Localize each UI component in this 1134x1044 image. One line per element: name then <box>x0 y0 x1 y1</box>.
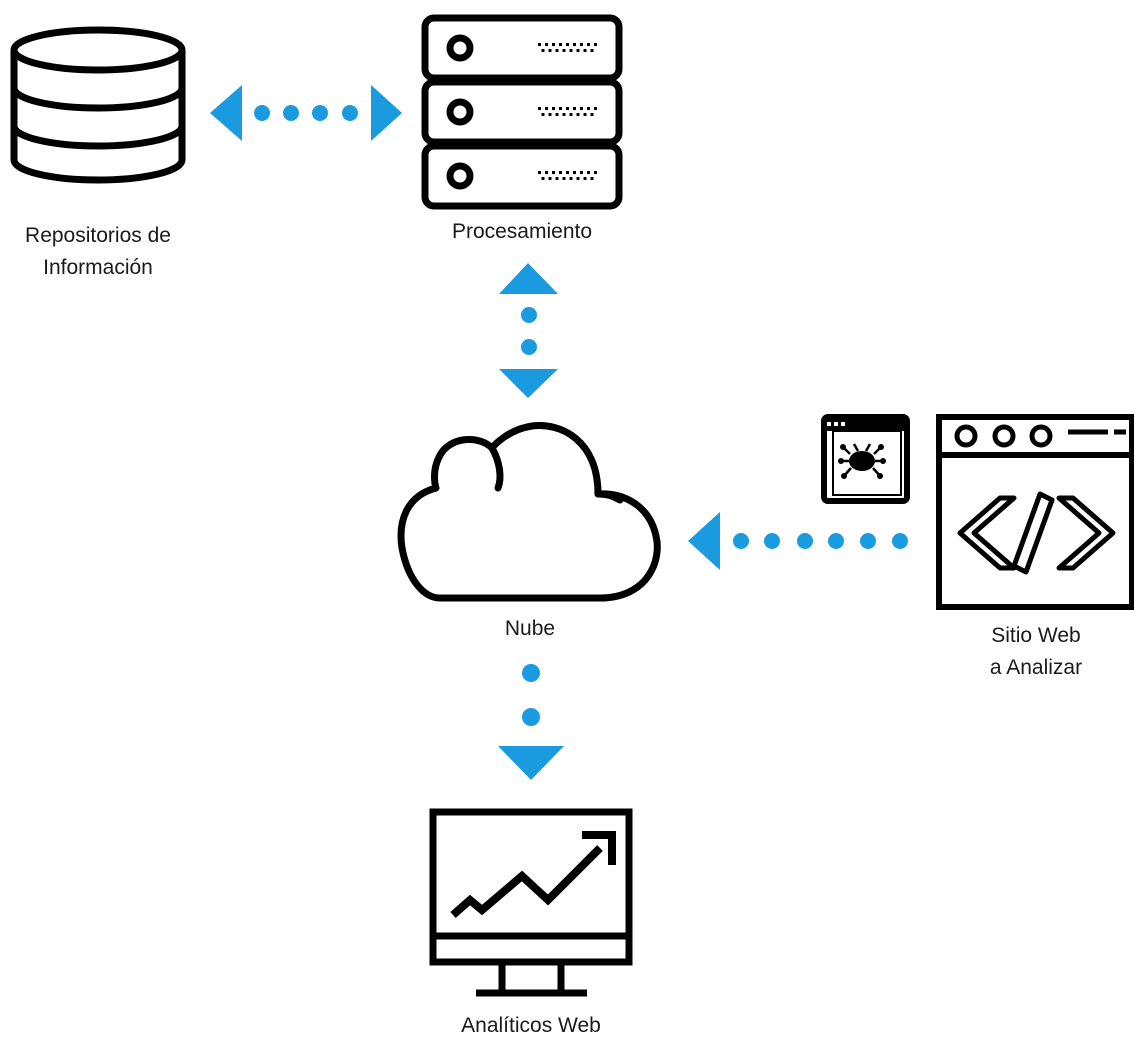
connector-dot <box>521 307 537 323</box>
label-nube-text: Nube <box>504 617 556 640</box>
connector-dot <box>521 339 537 355</box>
connector-dot <box>860 533 876 549</box>
arrow-up-head <box>499 263 558 294</box>
bug-window-icon <box>821 414 910 504</box>
connector-dot <box>733 533 749 549</box>
connector-repositorios-procesamiento <box>210 85 402 141</box>
arrow-down-head <box>498 746 564 780</box>
label-sitio-web-line1: Sitio Web <box>991 624 1081 647</box>
arrow-left-head <box>210 85 242 141</box>
database-icon <box>10 26 186 184</box>
server-rack-icon <box>421 14 623 210</box>
connector-dot <box>522 708 540 726</box>
connector-procesamiento-nube <box>499 263 558 398</box>
connector-nube-analiticos <box>498 664 564 780</box>
connector-dot <box>254 105 270 121</box>
label-procesamiento: Procesamiento <box>422 216 622 248</box>
label-sitio-web: Sitio Web a Analizar <box>950 620 1122 684</box>
connector-sitio-web-nube <box>688 512 908 570</box>
code-window-icon <box>936 414 1134 610</box>
connector-dot <box>764 533 780 549</box>
arrow-left-head <box>688 512 720 570</box>
label-analiticos: Analíticos Web <box>431 1010 631 1042</box>
connector-dot <box>522 664 540 682</box>
connector-dot <box>797 533 813 549</box>
connector-dot <box>312 105 328 121</box>
connector-dot <box>892 533 908 549</box>
arrow-down-head <box>499 369 558 398</box>
connector-dot <box>342 105 358 121</box>
monitor-chart-icon <box>429 808 633 997</box>
server-indicator-lights <box>538 43 597 180</box>
label-analiticos-text: Analíticos Web <box>461 1014 601 1037</box>
connector-dot <box>828 533 844 549</box>
label-procesamiento-text: Procesamiento <box>451 220 593 243</box>
label-repositorios: Repositorios de Información <box>0 220 196 284</box>
label-repositorios-line2: Información <box>43 256 153 279</box>
connector-dot <box>283 105 299 121</box>
arrow-right-head <box>371 85 402 141</box>
cloud-icon <box>397 421 661 602</box>
label-sitio-web-line2: a Analizar <box>989 656 1083 679</box>
label-repositorios-line1: Repositorios de <box>25 224 171 247</box>
label-nube: Nube <box>470 613 590 645</box>
